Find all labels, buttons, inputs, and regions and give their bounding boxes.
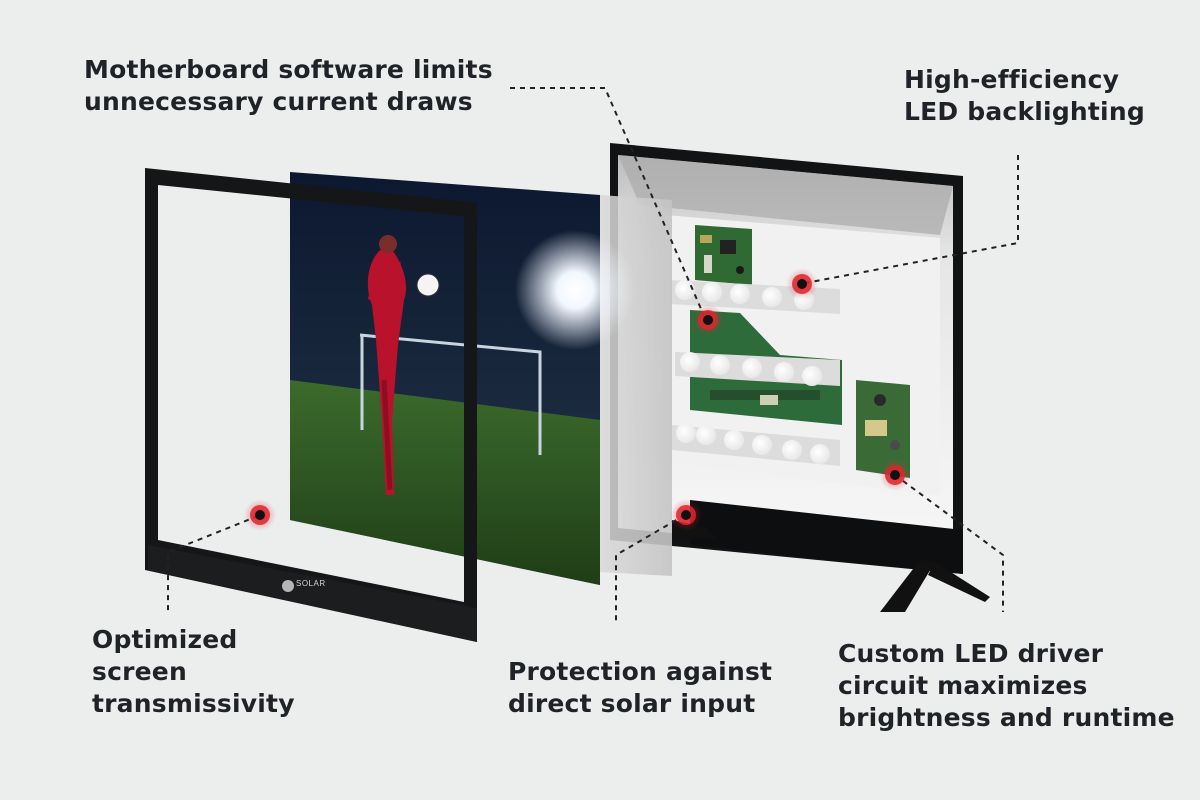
front-bezel bbox=[145, 168, 477, 642]
label-driver-line3: brightness and runtime bbox=[838, 703, 1175, 732]
label-led-backlighting: High-efficiency LED backlighting bbox=[904, 64, 1145, 128]
leader-line-motherboard bbox=[510, 87, 706, 319]
label-protection-line2: direct solar input bbox=[508, 689, 756, 718]
label-driver-line1: Custom LED driver bbox=[838, 639, 1104, 668]
label-optimized-line3: transmissivity bbox=[92, 689, 295, 718]
soccer-ball bbox=[416, 273, 440, 297]
leader-lines bbox=[167, 87, 1019, 625]
label-led-line1: High-efficiency bbox=[904, 65, 1120, 94]
motherboard-board bbox=[695, 225, 752, 285]
lcd-image-panel bbox=[290, 172, 635, 585]
label-optimized-transmissivity: Optimized screen transmissivity bbox=[92, 624, 295, 720]
hotspot-driver[interactable] bbox=[879, 459, 911, 491]
label-led-driver: Custom LED driver circuit maximizes brig… bbox=[838, 638, 1175, 734]
hotspot-motherboard[interactable] bbox=[692, 304, 724, 336]
brand-logo: SOLAR bbox=[296, 579, 326, 588]
power-board bbox=[856, 380, 910, 478]
label-protection-line1: Protection against bbox=[508, 657, 773, 686]
label-motherboard-line2: unnecessary current draws bbox=[84, 87, 473, 116]
label-optimized-line2: screen bbox=[92, 657, 187, 686]
hotspot-led[interactable] bbox=[786, 268, 818, 300]
label-motherboard-line1: Motherboard software limits bbox=[84, 55, 493, 84]
hotspot-protection[interactable] bbox=[670, 499, 702, 531]
led-strips bbox=[670, 280, 840, 466]
label-solar-protection: Protection against direct solar input bbox=[508, 656, 772, 720]
soccer-player bbox=[367, 235, 407, 495]
leader-line-driver bbox=[894, 474, 1004, 612]
hotspot-optimized[interactable] bbox=[244, 499, 276, 531]
label-optimized-line1: Optimized bbox=[92, 625, 238, 654]
leader-line-optimized bbox=[167, 515, 259, 615]
label-led-line2: LED backlighting bbox=[904, 97, 1145, 126]
label-driver-line2: circuit maximizes bbox=[838, 671, 1088, 700]
label-motherboard: Motherboard software limits unnecessary … bbox=[84, 54, 493, 118]
